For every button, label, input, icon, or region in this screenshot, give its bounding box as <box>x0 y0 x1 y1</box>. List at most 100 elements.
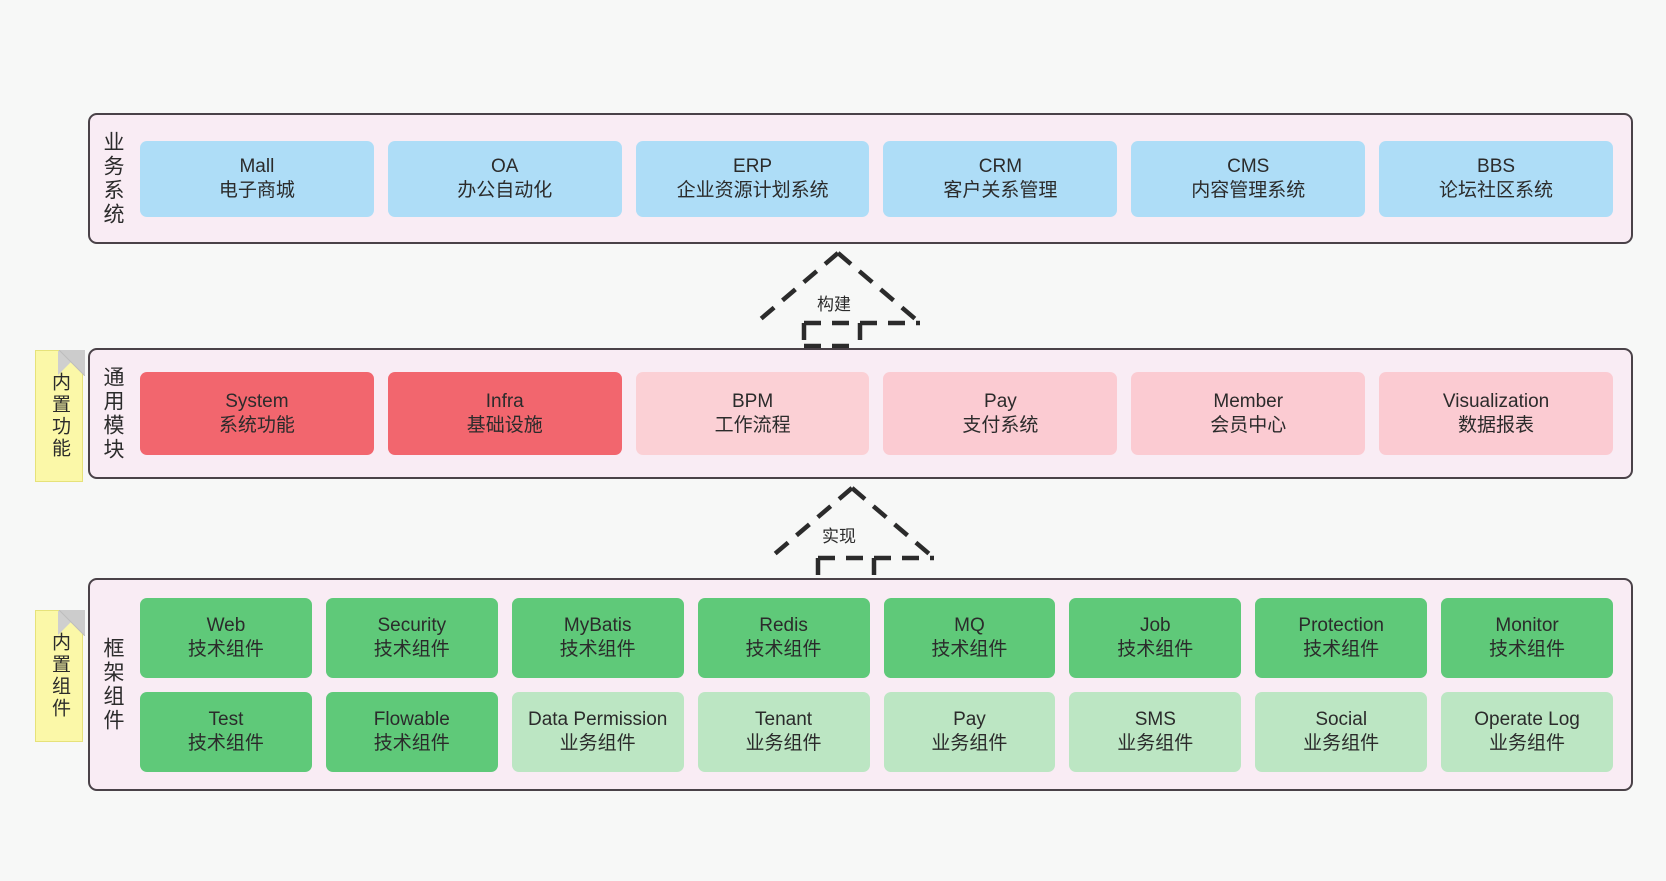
layer-label-business: 业务系统 <box>101 130 125 227</box>
cell-pay[interactable]: Pay 支付系统 <box>883 372 1118 455</box>
row: System 系统功能 Infra 基础设施 BPM 工作流程 Pay 支付系统… <box>140 372 1613 455</box>
cell-title: Web <box>206 615 246 637</box>
cell-protection[interactable]: Protection 技术组件 <box>1255 597 1428 678</box>
cell-subtitle: 支付系统 <box>962 414 1039 436</box>
cell-infra[interactable]: Infra 基础设施 <box>387 372 622 455</box>
layer-body-business: Mall 电子商城 OA 办公自动化 ERP 企业资源计划系统 CRM 客户关系… <box>134 115 1631 242</box>
cell-subtitle: 会员中心 <box>1210 414 1287 436</box>
cell-title: System <box>225 391 289 413</box>
cell-title: Redis <box>759 615 808 637</box>
note-builtin-features: 内置功能 <box>35 350 83 482</box>
cell-title: Test <box>208 709 244 731</box>
cell-title: Data Permission <box>527 709 668 731</box>
cell-subtitle: 业务组件 <box>1117 732 1194 754</box>
cell-mq[interactable]: MQ 技术组件 <box>883 597 1056 678</box>
arrow-build-label: 构建 <box>817 295 851 314</box>
cell-subtitle: 技术组件 <box>187 732 264 754</box>
arrow-implement-label: 实现 <box>822 527 856 546</box>
cell-bbs[interactable]: BBS 论坛社区系统 <box>1379 140 1613 217</box>
cell-subtitle: 技术组件 <box>559 638 636 660</box>
cell-title: Pay <box>953 709 986 731</box>
row: Mall 电子商城 OA 办公自动化 ERP 企业资源计划系统 CRM 客户关系… <box>140 140 1613 217</box>
cell-flowable[interactable]: Flowable 技术组件 <box>325 691 498 772</box>
cell-oa[interactable]: OA 办公自动化 <box>387 140 622 217</box>
cell-title: Mall <box>239 156 275 178</box>
row: Test 技术组件 Flowable 技术组件 Data Permission … <box>140 691 1613 772</box>
cell-subtitle: 业务组件 <box>745 732 822 754</box>
cell-title: Visualization <box>1442 391 1550 413</box>
cell-title: SMS <box>1134 709 1176 731</box>
layer-business-systems: 业务系统 Mall 电子商城 OA 办公自动化 ERP 企业资源计划系统 CRM… <box>88 113 1633 244</box>
cell-subtitle: 技术组件 <box>1117 638 1194 660</box>
cell-monitor[interactable]: Monitor 技术组件 <box>1441 597 1613 678</box>
cell-title: Protection <box>1298 615 1384 637</box>
cell-visualization[interactable]: Visualization 数据报表 <box>1379 372 1613 455</box>
cell-security[interactable]: Security 技术组件 <box>325 597 498 678</box>
cell-subtitle: 客户关系管理 <box>943 179 1058 201</box>
cell-title: Infra <box>485 391 524 413</box>
cell-title: BBS <box>1477 156 1516 178</box>
cell-member[interactable]: Member 会员中心 <box>1131 372 1366 455</box>
cell-mall[interactable]: Mall 电子商城 <box>140 140 374 217</box>
cell-subtitle: 业务组件 <box>1303 732 1380 754</box>
layer-framework-components: 框架组件 Web 技术组件 Security 技术组件 MyBatis 技术组件… <box>88 578 1633 791</box>
cell-cms[interactable]: CMS 内容管理系统 <box>1131 140 1366 217</box>
cell-subtitle: 技术组件 <box>1489 638 1566 660</box>
cell-subtitle: 技术组件 <box>1303 638 1380 660</box>
cell-redis[interactable]: Redis 技术组件 <box>697 597 870 678</box>
cell-job[interactable]: Job 技术组件 <box>1069 597 1242 678</box>
cell-title: ERP <box>733 156 773 178</box>
cell-subtitle: 工作流程 <box>714 414 791 436</box>
cell-subtitle: 内容管理系统 <box>1191 179 1306 201</box>
cell-title: Job <box>1139 615 1171 637</box>
cell-system[interactable]: System 系统功能 <box>140 372 374 455</box>
layer-common-modules: 通用模块 System 系统功能 Infra 基础设施 BPM 工作流程 Pay… <box>88 348 1633 479</box>
cell-title: Monitor <box>1495 615 1559 637</box>
cell-sms[interactable]: SMS 业务组件 <box>1069 691 1242 772</box>
cell-bpm[interactable]: BPM 工作流程 <box>635 372 870 455</box>
cell-title: MQ <box>954 615 985 637</box>
layer-body-module: System 系统功能 Infra 基础设施 BPM 工作流程 Pay 支付系统… <box>134 350 1631 477</box>
note-builtin-components: 内置组件 <box>35 610 83 742</box>
cell-pay-business[interactable]: Pay 业务组件 <box>883 691 1056 772</box>
row: Web 技术组件 Security 技术组件 MyBatis 技术组件 Redi… <box>140 597 1613 678</box>
cell-subtitle: 业务组件 <box>1489 732 1566 754</box>
cell-title: Tenant <box>755 709 813 731</box>
cell-title: MyBatis <box>563 615 632 637</box>
cell-social[interactable]: Social 业务组件 <box>1255 691 1428 772</box>
cell-subtitle: 企业资源计划系统 <box>676 179 829 201</box>
cell-subtitle: 技术组件 <box>187 638 264 660</box>
cell-title: BPM <box>731 391 774 413</box>
cell-data-permission[interactable]: Data Permission 业务组件 <box>511 691 684 772</box>
arrow-build <box>754 251 922 348</box>
cell-subtitle: 技术组件 <box>745 638 822 660</box>
cell-subtitle: 系统功能 <box>218 414 295 436</box>
cell-subtitle: 技术组件 <box>931 638 1008 660</box>
cell-subtitle: 业务组件 <box>559 732 636 754</box>
cell-subtitle: 技术组件 <box>373 732 450 754</box>
cell-subtitle: 数据报表 <box>1458 414 1535 436</box>
cell-title: Flowable <box>373 709 450 731</box>
cell-title: CRM <box>978 156 1023 178</box>
cell-web[interactable]: Web 技术组件 <box>140 597 312 678</box>
cell-title: Pay <box>984 391 1017 413</box>
cell-erp[interactable]: ERP 企业资源计划系统 <box>635 140 870 217</box>
cell-subtitle: 办公自动化 <box>457 179 553 201</box>
cell-crm[interactable]: CRM 客户关系管理 <box>883 140 1118 217</box>
layer-body-framework: Web 技术组件 Security 技术组件 MyBatis 技术组件 Redi… <box>134 580 1631 789</box>
cell-tenant[interactable]: Tenant 业务组件 <box>697 691 870 772</box>
layer-label-framework: 框架组件 <box>101 636 125 733</box>
cell-title: Social <box>1315 709 1368 731</box>
cell-subtitle: 业务组件 <box>931 732 1008 754</box>
cell-subtitle: 电子商城 <box>218 179 295 201</box>
cell-title: Operate Log <box>1474 709 1580 731</box>
cell-mybatis[interactable]: MyBatis 技术组件 <box>511 597 684 678</box>
cell-subtitle: 基础设施 <box>466 414 543 436</box>
cell-title: CMS <box>1227 156 1270 178</box>
cell-operate-log[interactable]: Operate Log 业务组件 <box>1441 691 1613 772</box>
cell-title: Security <box>377 615 447 637</box>
cell-test[interactable]: Test 技术组件 <box>140 691 312 772</box>
cell-title: OA <box>491 156 519 178</box>
cell-subtitle: 技术组件 <box>373 638 450 660</box>
